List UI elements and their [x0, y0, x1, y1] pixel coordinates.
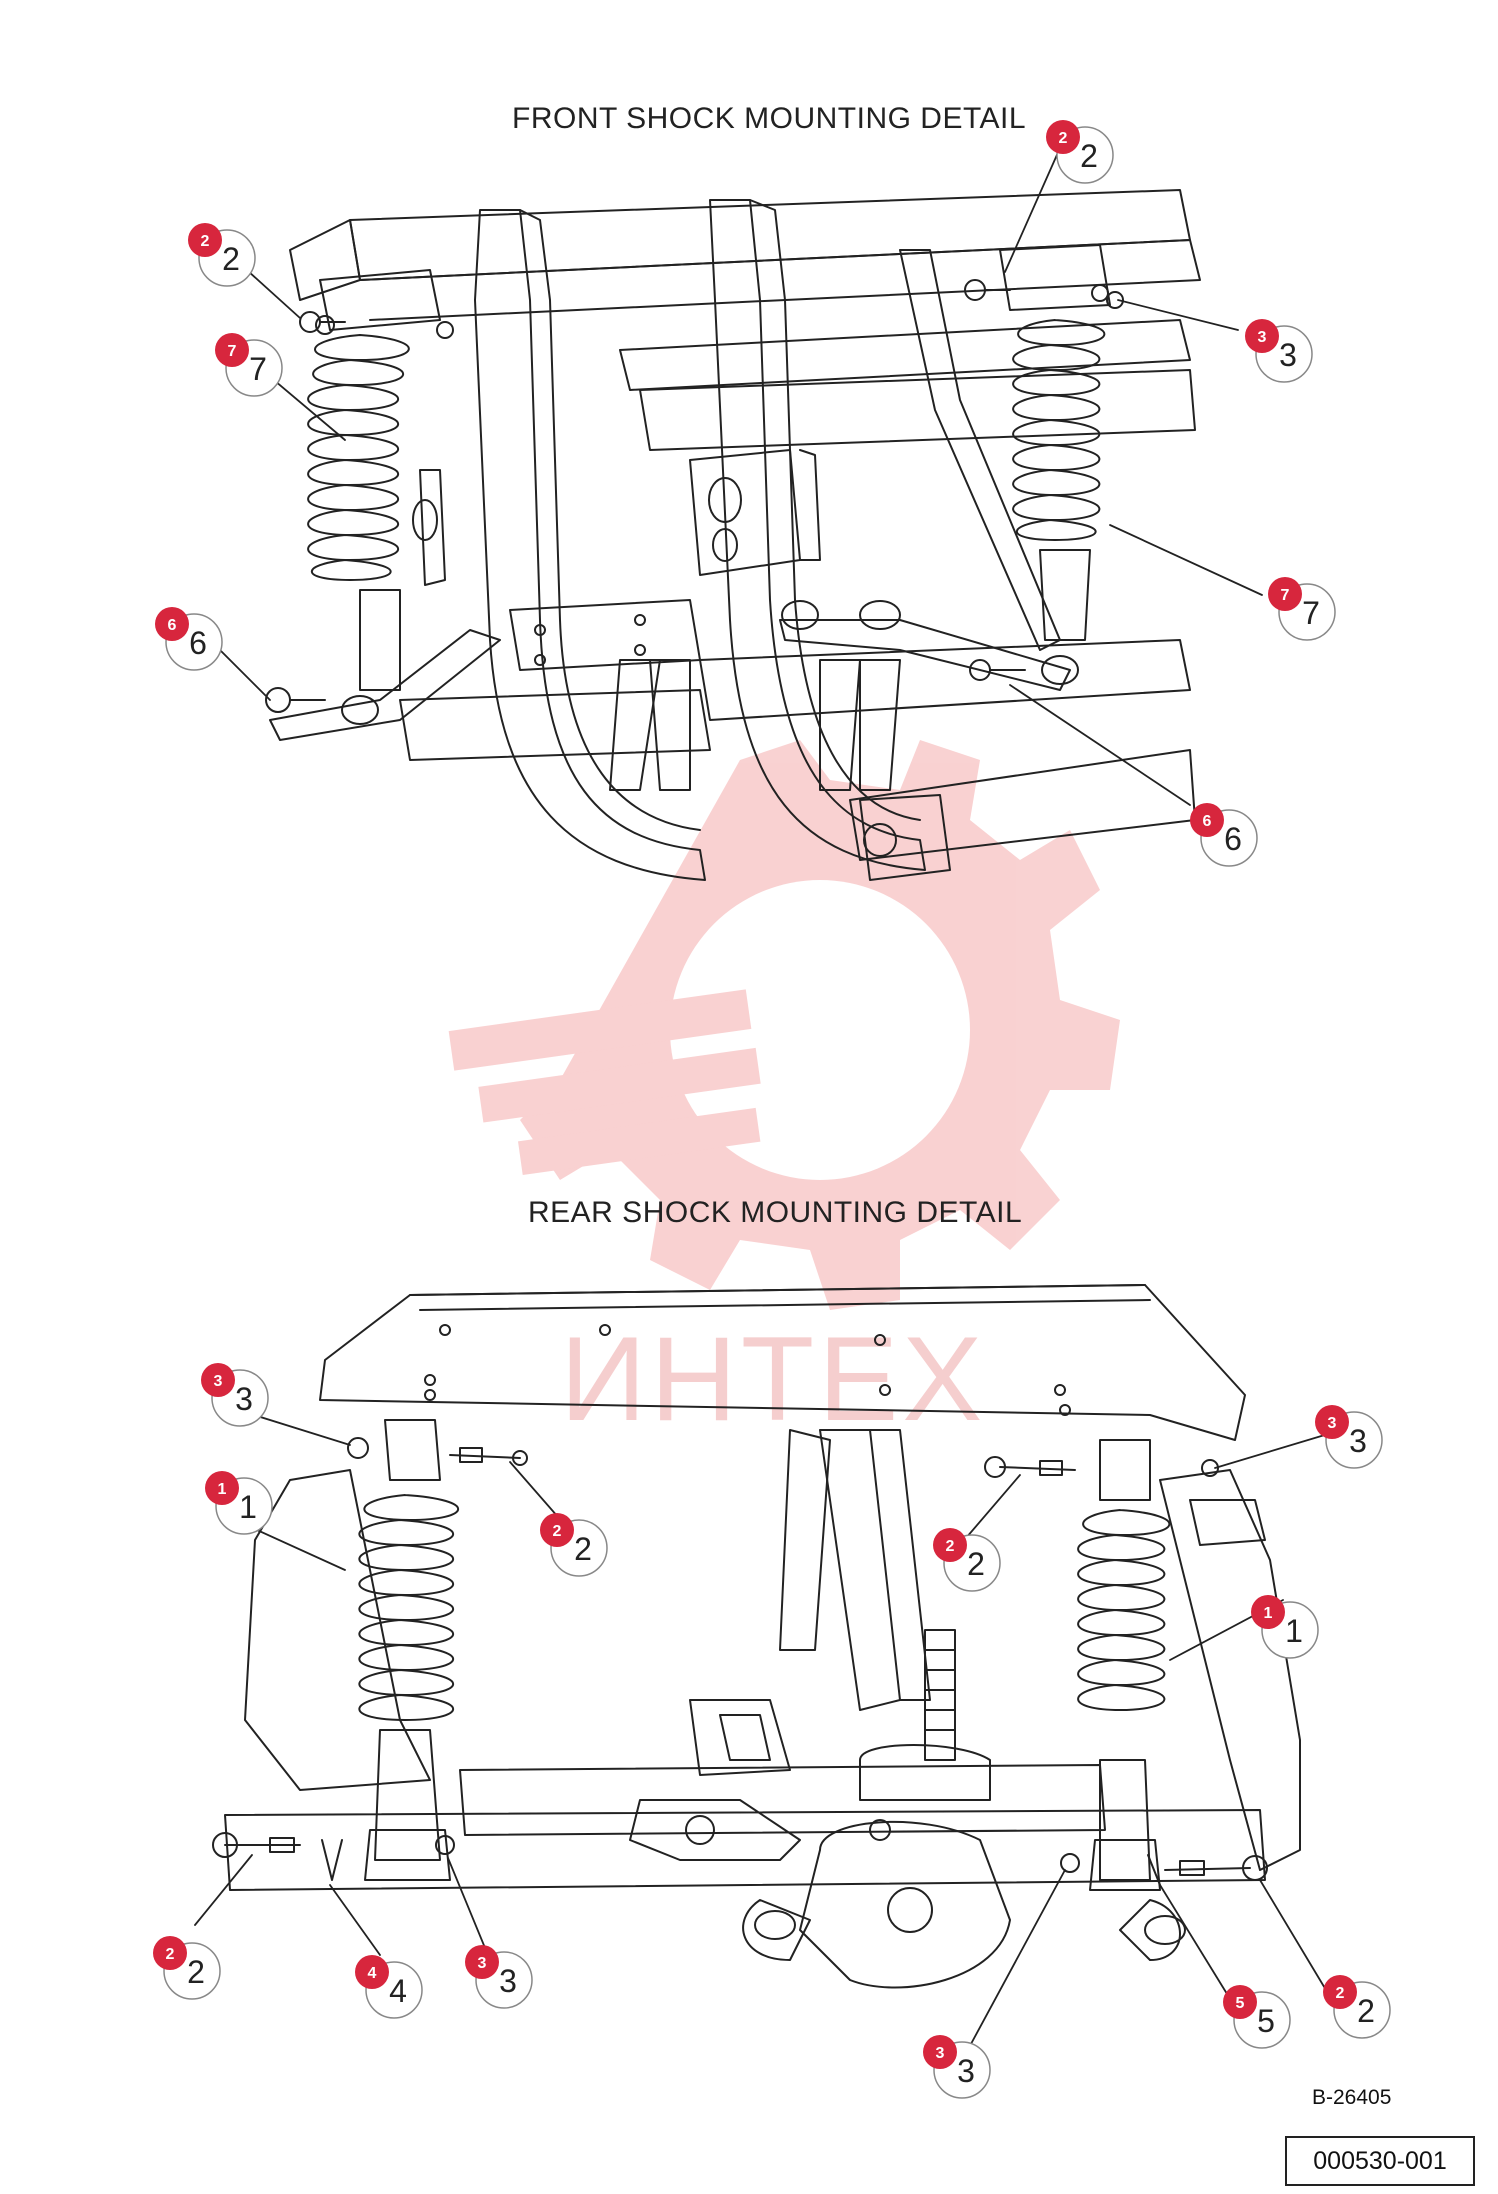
callout-number: 5 — [1236, 1995, 1245, 2012]
callout-number: 6 — [1203, 813, 1212, 830]
callout-ghost-number: 1 — [239, 1489, 257, 1525]
callout-ghost-number: 2 — [187, 1954, 205, 1990]
rear-right-coil-spring — [1077, 1439, 1171, 1891]
callout-badge — [205, 1471, 239, 1505]
callout-ghost-number: 6 — [189, 625, 207, 661]
front-fasteners — [265, 279, 1109, 713]
callout-f-2b: 22 — [1046, 120, 1114, 184]
callout-number: 4 — [368, 1965, 377, 1982]
callout-ghost-number: 2 — [1080, 138, 1098, 174]
callout-badge — [465, 1945, 499, 1979]
callout-number: 6 — [168, 617, 177, 634]
callout-number: 2 — [1336, 1985, 1345, 2002]
callout-badge — [355, 1955, 389, 1989]
callout-ghost-number: 3 — [235, 1381, 253, 1417]
front-right-coil-spring — [999, 244, 1124, 641]
callout-badge — [201, 1363, 235, 1397]
callout-number: 1 — [1264, 1605, 1273, 1622]
callout-number: 1 — [218, 1481, 227, 1498]
callout-number: 7 — [1281, 587, 1290, 604]
callout-badge — [1223, 1985, 1257, 2019]
callout-number: 3 — [936, 2045, 945, 2062]
callout-r-4: 44 — [355, 1955, 423, 2019]
callout-ghost-number: 2 — [574, 1531, 592, 1567]
callout-ghost-number: 6 — [1224, 821, 1242, 857]
callout-number: 3 — [214, 1373, 223, 1390]
callout-ghost-number: 4 — [389, 1973, 407, 2009]
callout-badge — [1268, 577, 1302, 611]
callout-ghost-number: 2 — [1357, 1993, 1375, 2029]
callout-f-6a: 66 — [155, 607, 223, 671]
callout-f-7a: 77 — [215, 333, 283, 397]
callout-badge — [215, 333, 249, 367]
rear-section-title: REAR SHOCK MOUNTING DETAIL — [528, 1196, 1023, 1229]
callout-r-3d: 33 — [923, 2035, 991, 2099]
rear-left-coil-spring — [358, 1419, 459, 1881]
callout-badge — [153, 1936, 187, 1970]
callout-f-2a: 22 — [188, 223, 256, 287]
callout-f-3: 33 — [1245, 319, 1313, 383]
callout-r-2c: 22 — [153, 1936, 221, 2000]
callout-badge — [1245, 319, 1279, 353]
callout-ghost-number: 3 — [499, 1963, 517, 1999]
callout-f-6b: 66 — [1190, 803, 1258, 867]
callout-badge — [933, 1528, 967, 1562]
callout-ghost-number: 1 — [1285, 1613, 1303, 1649]
callout-f-7b: 77 — [1268, 577, 1336, 641]
callout-number: 7 — [228, 343, 237, 360]
callout-badge — [923, 2035, 957, 2069]
callout-ghost-number: 7 — [249, 351, 267, 387]
front-left-coil-spring — [307, 269, 454, 691]
callout-r-2a: 22 — [540, 1513, 608, 1577]
callout-badge — [1190, 803, 1224, 837]
callout-r-5: 55 — [1223, 1985, 1291, 2049]
callout-r-1b: 11 — [1251, 1595, 1319, 1659]
callout-r-2d: 22 — [1323, 1975, 1391, 2039]
callout-ghost-number: 3 — [957, 2053, 975, 2089]
callout-badge — [540, 1513, 574, 1547]
callout-badge — [188, 223, 222, 257]
callout-badge — [155, 607, 189, 641]
rear-fasteners — [212, 1437, 1268, 1886]
callout-badge — [1315, 1405, 1349, 1439]
callout-number: 2 — [201, 233, 210, 250]
part-number-box: 000530-001 — [1285, 2136, 1475, 2186]
callout-badge — [1046, 120, 1080, 154]
callout-badge — [1323, 1975, 1357, 2009]
drawing-code: B-26405 — [1312, 2086, 1392, 2109]
callout-r-2b: 22 — [933, 1528, 1001, 1592]
callout-ghost-number: 5 — [1257, 2003, 1275, 2039]
callout-number: 3 — [478, 1955, 487, 1972]
callout-number: 3 — [1258, 329, 1267, 346]
callout-ghost-number: 2 — [967, 1546, 985, 1582]
callout-r-3a: 33 — [201, 1363, 269, 1427]
callout-number: 2 — [553, 1523, 562, 1540]
callout-number: 3 — [1328, 1415, 1337, 1432]
rear-frame — [224, 1284, 1301, 1989]
callout-badge — [1251, 1595, 1285, 1629]
callout-number: 2 — [1059, 130, 1068, 147]
callout-ghost-number: 3 — [1279, 337, 1297, 373]
callout-r-1a: 11 — [205, 1471, 273, 1535]
front-section-title: FRONT SHOCK MOUNTING DETAIL — [512, 102, 1027, 135]
callout-number: 2 — [946, 1538, 955, 1555]
callout-number: 2 — [166, 1946, 175, 1963]
callout-r-3c: 33 — [465, 1945, 533, 2009]
callout-ghost-number: 2 — [222, 241, 240, 277]
watermark-text: ИНТЕХ — [560, 1312, 987, 1446]
callout-r-3b: 33 — [1315, 1405, 1383, 1469]
callout-ghost-number: 7 — [1302, 595, 1320, 631]
callout-ghost-number: 3 — [1349, 1423, 1367, 1459]
